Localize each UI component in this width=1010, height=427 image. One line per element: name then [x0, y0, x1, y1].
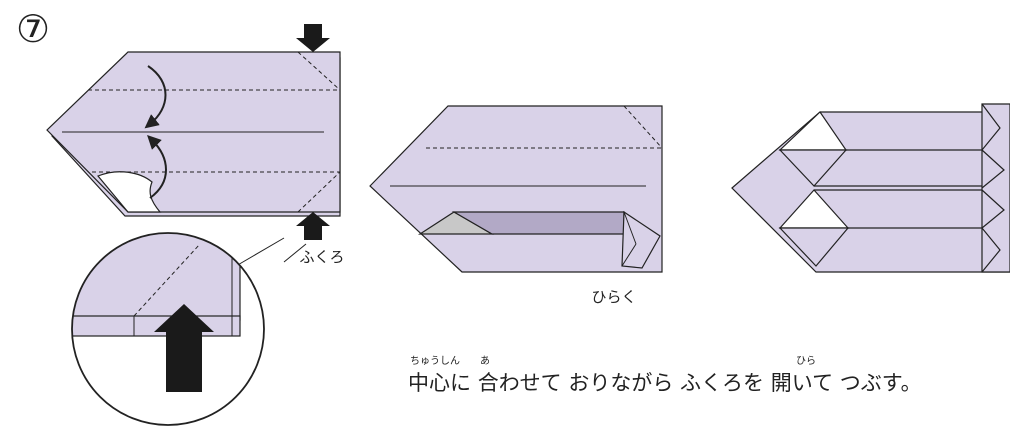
curved-fold-arrow-icon [147, 135, 167, 199]
figure-result [731, 103, 1010, 273]
instruction-text: ちゅうしん あ ひら 中心に 合わせて おりながら ふくろを 開いて つぶす。 [408, 355, 922, 395]
svg-text:中心に 合わせて おりながら ふくろを 開いて つぶす。: 中心に 合わせて おりながら ふくろを 開いて つぶす。 [408, 371, 922, 395]
up-arrow-icon [296, 212, 330, 240]
up-arrow-icon [154, 304, 214, 392]
figure-fold-in: ふくろ [46, 24, 345, 266]
instruction-segment: 中心 [408, 371, 450, 395]
ruby-text: あ [480, 355, 490, 367]
step-number: ⑦ [16, 7, 50, 51]
open-label: ひらく [591, 288, 636, 306]
zoom-detail [71, 232, 285, 426]
instruction-segment: に [450, 371, 478, 395]
ruby-text: ひら [796, 355, 816, 367]
pocket-label: ふくろ [299, 248, 344, 266]
zoom-circle [71, 232, 265, 426]
down-arrow-icon [296, 24, 330, 52]
curved-fold-arrow-icon [144, 65, 167, 129]
instruction-segment: 合 [478, 371, 499, 395]
instruction-segment: 開 [771, 371, 792, 395]
figure-open-pocket: ひらく [369, 105, 663, 306]
instruction-segment: わせて おりながら ふくろを [499, 371, 771, 395]
folded-paper [731, 111, 1010, 273]
ruby-text: ちゅうしん [410, 355, 460, 367]
folded-paper [369, 105, 663, 273]
instruction-segment: いて つぶす。 [792, 371, 922, 395]
